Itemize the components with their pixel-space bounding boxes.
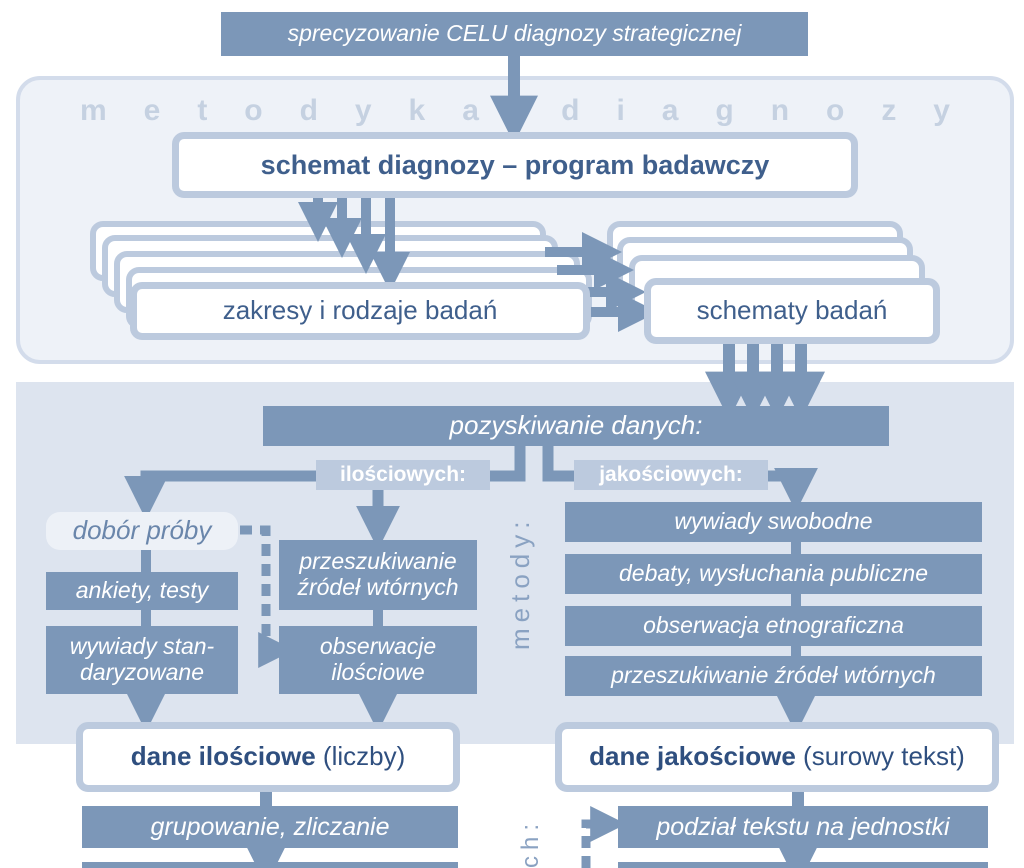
qual-method-box: wywiady swobodne	[565, 502, 982, 542]
qual-tag: jakościowych:	[574, 460, 768, 490]
methodology-heading-letter: d	[561, 94, 580, 127]
methodology-heading-letter: y	[933, 94, 950, 127]
schemes-box-label: schematy badań	[696, 295, 888, 326]
schemes-box: schematy badań	[644, 278, 940, 344]
methodology-heading-letter: a	[661, 94, 679, 127]
data-acquisition-box: pozyskiwanie danych:	[263, 406, 889, 446]
quant-data-box: dane ilościowe (liczby)	[76, 722, 460, 792]
methodology-heading-letter	[516, 94, 524, 130]
methods-vertical-label: metody:	[505, 515, 535, 651]
sampling-pill: dobór próby	[46, 512, 238, 550]
grouping-box: grupowanie, zliczanie	[82, 806, 458, 848]
methodology-heading-letter: z	[881, 94, 897, 127]
surveys-box: ankiety, testy	[46, 572, 238, 610]
bottom-vertical-label: ch:	[517, 817, 544, 868]
program-box-label: schemat diagnozy – program badawczy	[260, 149, 770, 180]
text-split-box: podział tekstu na jednostki	[618, 806, 988, 848]
scopes-box-label: zakresy i rodzaje badań	[222, 295, 498, 326]
methodology-heading-letter: m	[80, 94, 107, 127]
methodology-heading-letter: a	[462, 94, 479, 127]
standardized-interviews-box: wywiady stan-daryzowane	[46, 626, 238, 694]
qual-method-box: obserwacja etnograficzna	[565, 606, 982, 646]
methodology-heading-letter: o	[826, 94, 845, 127]
methodology-heading-letter: g	[715, 94, 734, 127]
dashed-sampling-to-observation	[240, 525, 295, 668]
quant-tag: ilościowych:	[316, 460, 490, 490]
methodology-heading-letter: o	[244, 94, 263, 127]
methodology-heading-letter: d	[299, 94, 318, 127]
quant-data-rest: (liczby)	[322, 741, 406, 772]
scopes-box: zakresy i rodzaje badań	[130, 282, 590, 340]
qual-data-rest: (surowy tekst)	[803, 741, 965, 772]
methodology-heading-letter: y	[354, 94, 372, 127]
methodology-heading-letter: t	[197, 94, 208, 127]
bottom-left-bar-edge	[82, 862, 458, 868]
methodology-heading-letter: e	[143, 94, 161, 127]
standardized-interviews-label: wywiady stan-daryzowane	[69, 633, 215, 685]
qual-data-strong: dane jakościowe	[589, 741, 796, 772]
quant-data-strong: dane ilościowe	[130, 741, 316, 772]
secondary-sources-quant-label: przeszukiwanie źródeł wtórnych	[297, 548, 459, 600]
methodology-heading-letter: n	[770, 94, 790, 127]
dashed-bottom-to-split	[581, 806, 627, 868]
goal-box: sprecyzowanie CELU diagnozy strategiczne…	[221, 12, 808, 56]
quant-observation-label: obserwacje ilościowe	[319, 633, 437, 685]
qual-data-box: dane jakościowe (surowy tekst)	[555, 722, 999, 792]
secondary-sources-quant-box: przeszukiwanie źródeł wtórnych	[279, 540, 477, 610]
program-box: schemat diagnozy – program badawczy	[172, 132, 858, 198]
methodology-heading-letter: k	[408, 94, 426, 127]
quant-observation-box: obserwacje ilościowe	[279, 626, 477, 694]
qual-method-box: debaty, wysłuchania publiczne	[565, 554, 982, 594]
methodology-heading-letter: i	[616, 94, 625, 127]
qual-method-box: przeszukiwanie źródeł wtórnych	[565, 656, 982, 696]
bottom-right-bar-edge	[618, 862, 988, 868]
